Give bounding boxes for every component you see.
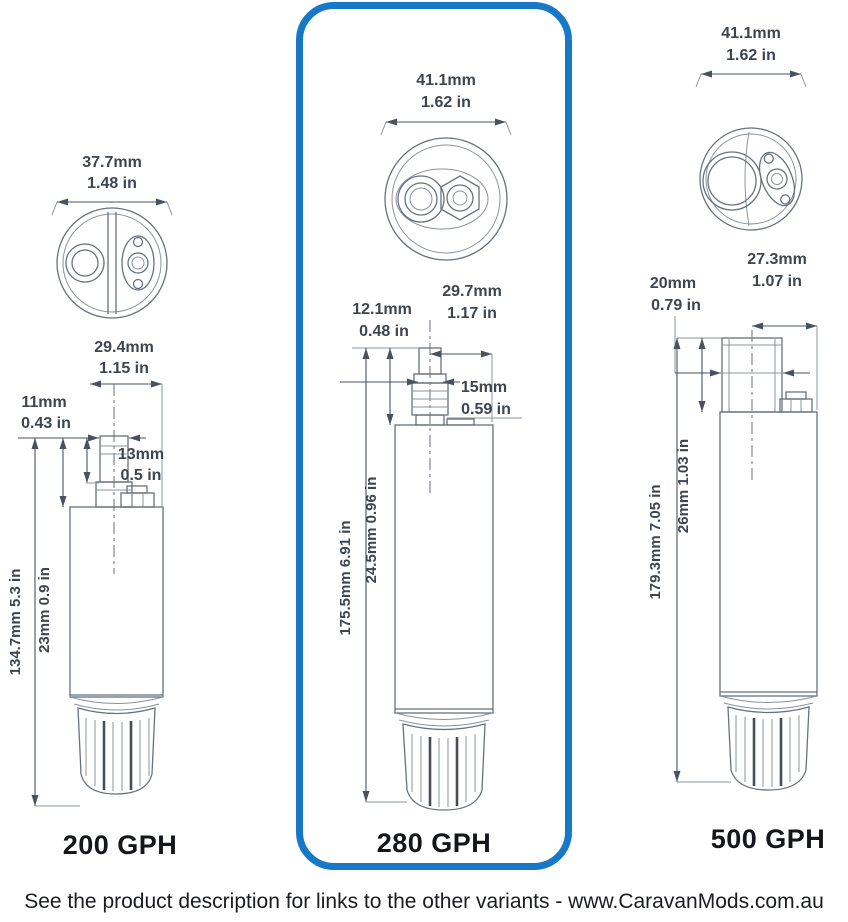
dim-top-width-in-280: 1.62 in [421,94,471,111]
label-280gph: 280 GPH [376,828,492,858]
footer-note: See the product description for links to… [24,890,824,913]
dim-outlet-len-in-280: 0.59 in [461,401,511,418]
dim-outlet-len-in-200: 0.5 in [121,467,162,484]
dim-outlet-offset-mm-280: 29.7mm [442,283,502,300]
highlight-box-280gph [296,2,572,870]
strainer-slats-200 [85,718,150,791]
dim-top-width-in-200: 1.48 in [87,175,137,192]
dim-height-upper-280: 24.5mm 0.96 in [363,477,380,584]
label-500gph: 500 GPH [710,824,826,854]
dim-top-width-mm-200: 37.7mm [82,154,142,171]
side-view-200 [69,384,164,795]
dim-top-width-mm-500: 41.1mm [721,25,781,42]
dim-height-upper-200: 23mm 0.9 in [36,567,53,653]
dim-top-width-in-500: 1.62 in [726,47,776,64]
dimensions-500: 41.1mm 1.62 in 27.3mm 1.07 in 20mm 0.79 … [647,25,818,783]
strainer-slats-280 [411,734,476,807]
dim-outlet-od-mm-500: 20mm [650,275,696,292]
dim-outlet-od-mm-280: 12.1mm [352,301,412,318]
dim-height-total-500: 179.3mm 7.05 in [647,484,664,599]
dimensions-280: 41.1mm 1.62 in 29.7mm 1.17 in 12.1mm 0.4… [337,72,522,803]
dim-outlet-od-in-200: 0.43 in [21,415,71,432]
dim-outlet-len-mm-200: 13mm [118,446,164,463]
dim-top-width-mm-280: 41.1mm [416,72,476,89]
label-200gph: 200 GPH [62,830,178,860]
drawing-500gph: 41.1mm 1.62 in 27.3mm 1.07 in 20mm 0.79 … [647,25,818,791]
dim-outlet-offset-mm-500: 27.3mm [747,251,807,268]
strainer-slats-500 [735,715,800,787]
top-view-500 [695,70,807,231]
dim-height-upper-500: 26mm 1.03 in [675,439,692,533]
dim-outlet-od-mm-200: 11mm [21,394,66,411]
dim-outlet-offset-mm-200: 29.4mm [94,339,154,356]
dim-height-total-280: 175.5mm 6.91 in [337,520,354,635]
dim-outlet-od-in-280: 0.48 in [359,323,409,340]
dim-outlet-len-mm-280: 15mm [461,379,507,396]
dim-outlet-offset-in-280: 1.17 in [447,305,497,322]
side-view-280 [394,320,494,811]
dim-outlet-offset-in-500: 1.07 in [752,273,802,290]
top-view-280 [380,118,512,261]
drawing-280gph: 41.1mm 1.62 in 29.7mm 1.17 in 12.1mm 0.4… [337,72,522,811]
dimensions-200: 37.7mm 1.48 in 29.4mm 1.15 in 11mm 0.43 … [7,154,164,807]
dim-height-total-200: 134.7mm 5.3 in [7,569,24,676]
top-view-200 [51,198,173,319]
side-view-500 [719,330,818,791]
dim-outlet-od-in-500: 0.79 in [651,297,701,314]
drawing-200gph: 37.7mm 1.48 in 29.4mm 1.15 in 11mm 0.43 … [7,154,173,807]
dim-outlet-offset-in-200: 1.15 in [99,360,149,377]
